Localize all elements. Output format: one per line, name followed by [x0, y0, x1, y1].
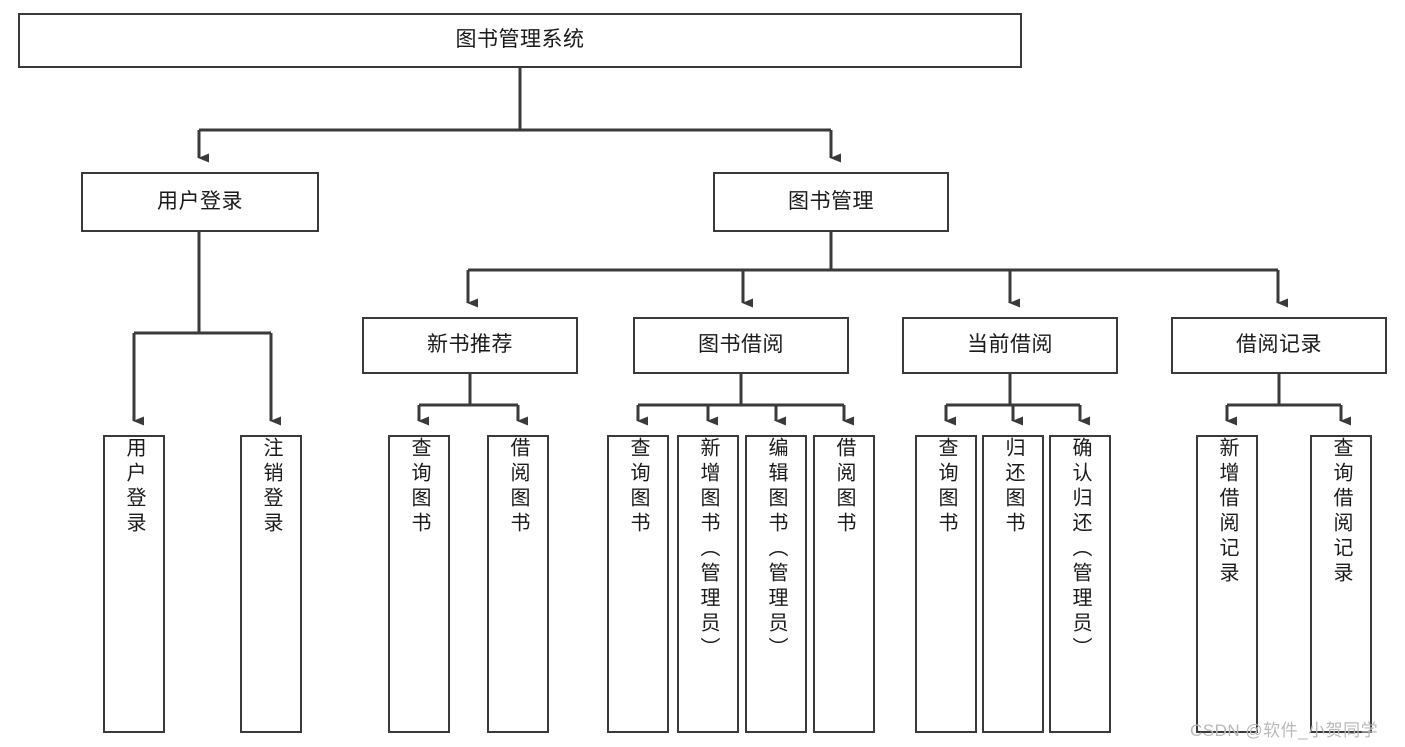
node-leaf-query-record-label: 查询借阅记录 — [1330, 437, 1352, 587]
node-leaf-add-book-label: 新增图书（管理员） — [697, 437, 719, 662]
node-leaf-user-login-label: 用户登录 — [123, 437, 145, 537]
node-leaf-user-logout-label: 注销登录 — [260, 437, 282, 537]
node-leaf-borrow-book[interactable]: 借阅图书 — [813, 435, 875, 733]
node-user-login[interactable]: 用户登录 — [81, 172, 319, 232]
node-borrow-record[interactable]: 借阅记录 — [1171, 317, 1387, 374]
node-leaf-borrow-book-label: 借阅图书 — [833, 437, 855, 537]
node-leaf-return-book[interactable]: 归还图书 — [982, 435, 1044, 733]
node-leaf-confirm-return[interactable]: 确认归还（管理员） — [1049, 435, 1111, 733]
node-leaf-add-record-label: 新增借阅记录 — [1216, 437, 1238, 587]
node-leaf-borrow-book-rec-label: 借阅图书 — [507, 437, 529, 537]
node-leaf-user-login[interactable]: 用户登录 — [103, 435, 165, 733]
node-leaf-add-record[interactable]: 新增借阅记录 — [1196, 435, 1258, 733]
csdn-watermark: CSDN @软件_小贺同学 — [1190, 721, 1379, 740]
edge-group-user-login — [132, 232, 281, 426]
node-leaf-user-logout[interactable]: 注销登录 — [240, 435, 302, 733]
node-current-borrow-label: 当前借阅 — [967, 333, 1053, 357]
edge-group-current-borrow — [944, 374, 1090, 426]
node-leaf-add-book[interactable]: 新增图书（管理员） — [677, 435, 739, 733]
edge-group-root — [197, 68, 841, 163]
node-leaf-query-book-cur-label: 查询图书 — [935, 437, 957, 537]
node-book-manage[interactable]: 图书管理 — [713, 172, 949, 232]
node-root[interactable]: 图书管理系统 — [18, 13, 1022, 68]
node-leaf-query-record[interactable]: 查询借阅记录 — [1310, 435, 1372, 733]
node-leaf-query-book-rec[interactable]: 查询图书 — [388, 435, 450, 733]
edge-group-book-manage — [466, 232, 1288, 308]
node-leaf-query-book-cur[interactable]: 查询图书 — [915, 435, 977, 733]
node-book-borrow-label: 图书借阅 — [698, 333, 784, 357]
node-leaf-query-book-rec-label: 查询图书 — [408, 437, 430, 537]
node-leaf-borrow-book-rec[interactable]: 借阅图书 — [487, 435, 549, 733]
node-leaf-query-book-borrow[interactable]: 查询图书 — [607, 435, 669, 733]
node-root-label: 图书管理系统 — [455, 28, 585, 52]
node-borrow-record-label: 借阅记录 — [1236, 333, 1322, 357]
node-leaf-return-book-label: 归还图书 — [1002, 437, 1024, 537]
edge-group-borrow-record — [1225, 374, 1351, 426]
node-leaf-query-book-borrow-label: 查询图书 — [627, 437, 649, 537]
node-book-borrow[interactable]: 图书借阅 — [633, 317, 849, 374]
node-user-login-label: 用户登录 — [157, 189, 243, 213]
node-new-book-rec-label: 新书推荐 — [427, 333, 513, 357]
edge-group-book-borrow — [636, 374, 854, 426]
node-leaf-edit-book[interactable]: 编辑图书（管理员） — [745, 435, 807, 733]
node-leaf-edit-book-label: 编辑图书（管理员） — [765, 437, 787, 662]
node-book-manage-label: 图书管理 — [788, 189, 874, 213]
node-new-book-rec[interactable]: 新书推荐 — [362, 317, 578, 374]
node-leaf-confirm-return-label: 确认归还（管理员） — [1069, 437, 1091, 662]
edge-group-new-book-rec — [417, 374, 528, 426]
node-current-borrow[interactable]: 当前借阅 — [902, 317, 1118, 374]
